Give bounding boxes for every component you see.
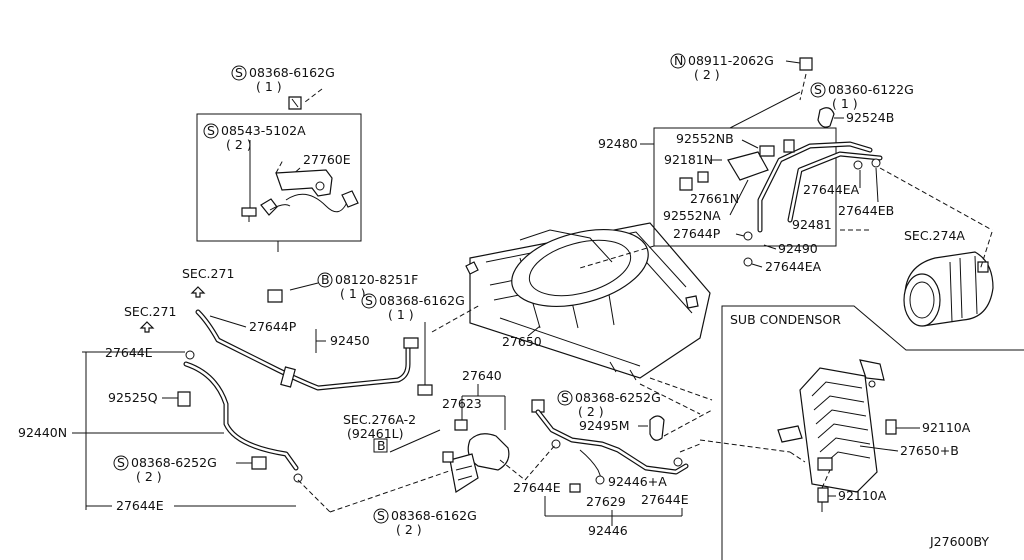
label-92552na: 92552NA	[663, 208, 721, 223]
leader-92440n	[72, 352, 224, 510]
svg-text:08368-6162G: 08368-6162G	[249, 65, 335, 80]
svg-text:S: S	[561, 390, 569, 405]
svg-text:08543-5102A: 08543-5102A	[221, 123, 306, 138]
clamp-92495m	[649, 415, 665, 441]
sec276-ref: SEC.276A-2 (92461L) B	[329, 412, 526, 513]
label-27650: 27650	[502, 334, 542, 349]
condenser-27650	[465, 222, 711, 381]
sensor-group-box	[196, 113, 362, 242]
label-27644e-d: 27644E	[641, 492, 689, 507]
svg-text:S: S	[814, 82, 822, 97]
bolt-08360-6122g: S 08360-6122G ( 1 )	[729, 82, 914, 129]
label-27629: 27629	[586, 494, 626, 509]
svg-text:(92461L): (92461L)	[347, 426, 403, 441]
label-27644p-left: 27644P	[249, 319, 297, 334]
svg-text:( 1 ): ( 1 )	[256, 79, 282, 94]
label-92490: 92490	[778, 241, 818, 256]
svg-text:27760E: 27760E	[303, 152, 351, 167]
svg-text:S: S	[117, 455, 125, 470]
sub-condensor-panel: SUB CONDENSOR	[721, 305, 1024, 560]
svg-text:N: N	[674, 53, 683, 68]
valve-27640: 27640 27623	[442, 368, 510, 493]
leader-92446	[544, 496, 683, 526]
svg-text:08368-6252G: 08368-6252G	[575, 390, 661, 405]
label-27644e-c: 27644E	[513, 480, 561, 495]
label-27661n: 27661N	[690, 191, 739, 206]
label-92480: 92480	[598, 136, 638, 151]
label-92481: 92481	[792, 217, 832, 232]
sec271-ref-top: SEC.271	[182, 266, 234, 298]
bolt-08368-6162g-mid: S 08368-6162G ( 1 )	[361, 293, 481, 396]
label-92446: 92446	[588, 523, 628, 538]
svg-text:( 1 ): ( 1 )	[832, 96, 858, 111]
bolt-08120-8251f: B 08120-8251F ( 1 )	[267, 272, 418, 303]
label-92446a: 92446+A	[608, 474, 667, 489]
bolt-08368-6252g-mid: S 08368-6252G ( 2 )	[531, 390, 661, 419]
leader-92450	[315, 329, 326, 353]
label-92110a-b: 92110A	[838, 488, 887, 503]
svg-text:27640: 27640	[462, 368, 502, 383]
svg-text:( 2 ): ( 2 )	[226, 137, 252, 152]
svg-text:S: S	[377, 508, 385, 523]
label-27644ea-b: 27644EA	[765, 259, 822, 274]
label-27650b: 27650+B	[900, 443, 959, 458]
bolt-08543-5102a: S 08543-5102A ( 2 )	[203, 123, 306, 222]
label-92495m: 92495M	[579, 418, 630, 433]
hose-group-box	[653, 127, 837, 247]
label-27644p-right: 27644P	[673, 226, 721, 241]
svg-text:( 1 ): ( 1 )	[388, 307, 414, 322]
svg-text:( 2 ): ( 2 )	[396, 522, 422, 537]
sec271-ref-left: SEC.271	[124, 304, 176, 333]
svg-text:08368-6162G: 08368-6162G	[379, 293, 465, 308]
label-92552nb: 92552NB	[676, 131, 734, 146]
svg-text:08911-2062G: 08911-2062G	[688, 53, 774, 68]
pipe-92450	[195, 309, 419, 391]
label-92440n: 92440N	[18, 425, 67, 440]
svg-text:( 2 ): ( 2 )	[694, 67, 720, 82]
svg-text:SEC.271: SEC.271	[182, 266, 234, 281]
pipe-92446	[535, 409, 689, 493]
svg-text:( 1 ): ( 1 )	[340, 286, 366, 301]
label-92110a-a: 92110A	[922, 420, 971, 435]
label-27644e-b: 27644E	[116, 498, 164, 513]
svg-text:( 2 ): ( 2 )	[578, 404, 604, 419]
leader-27644p-left	[209, 315, 247, 328]
label-92524b: 92524B	[846, 110, 894, 125]
diagram-id: J27600BY	[929, 534, 989, 549]
pipe-92440n	[183, 350, 303, 483]
bracket-27760e: 27760E	[269, 152, 359, 213]
label-27644ea-a: 27644EA	[803, 182, 860, 197]
svg-text:S: S	[207, 123, 215, 138]
label-27644eb: 27644EB	[838, 203, 894, 218]
sub-condenser-27650b	[777, 359, 885, 493]
nut-08911-2062g: N 08911-2062G ( 2 )	[670, 53, 813, 101]
label-92181n: 92181N	[664, 152, 713, 167]
svg-text:08368-6162G: 08368-6162G	[391, 508, 477, 523]
svg-text:B: B	[377, 438, 386, 453]
clip-92525q	[177, 391, 191, 407]
sub-condensor-title: SUB CONDENSOR	[730, 312, 841, 327]
svg-text:08368-6252G: 08368-6252G	[131, 455, 217, 470]
svg-text:S: S	[365, 293, 373, 308]
bolt-08368-6252g-left: S 08368-6252G ( 2 )	[113, 455, 267, 484]
bolt-08368-6162g-bot: S 08368-6162G ( 2 )	[373, 508, 477, 537]
sec274a-compressor: SEC.274A	[903, 228, 994, 327]
svg-text:08120-8251F: 08120-8251F	[335, 272, 418, 287]
hose-92481	[679, 139, 883, 267]
label-92525q: 92525Q	[108, 390, 158, 405]
svg-text:SEC.276A-2: SEC.276A-2	[343, 412, 416, 427]
svg-text:SEC.274A: SEC.274A	[904, 228, 965, 243]
svg-text:( 2 ): ( 2 )	[136, 469, 162, 484]
svg-text:B: B	[321, 272, 330, 287]
svg-text:S: S	[235, 65, 243, 80]
svg-text:08360-6122G: 08360-6122G	[828, 82, 914, 97]
svg-text:SEC.271: SEC.271	[124, 304, 176, 319]
bolt-08368-6162g-top: S 08368-6162G ( 1 )	[231, 65, 335, 110]
label-92450: 92450	[330, 333, 370, 348]
